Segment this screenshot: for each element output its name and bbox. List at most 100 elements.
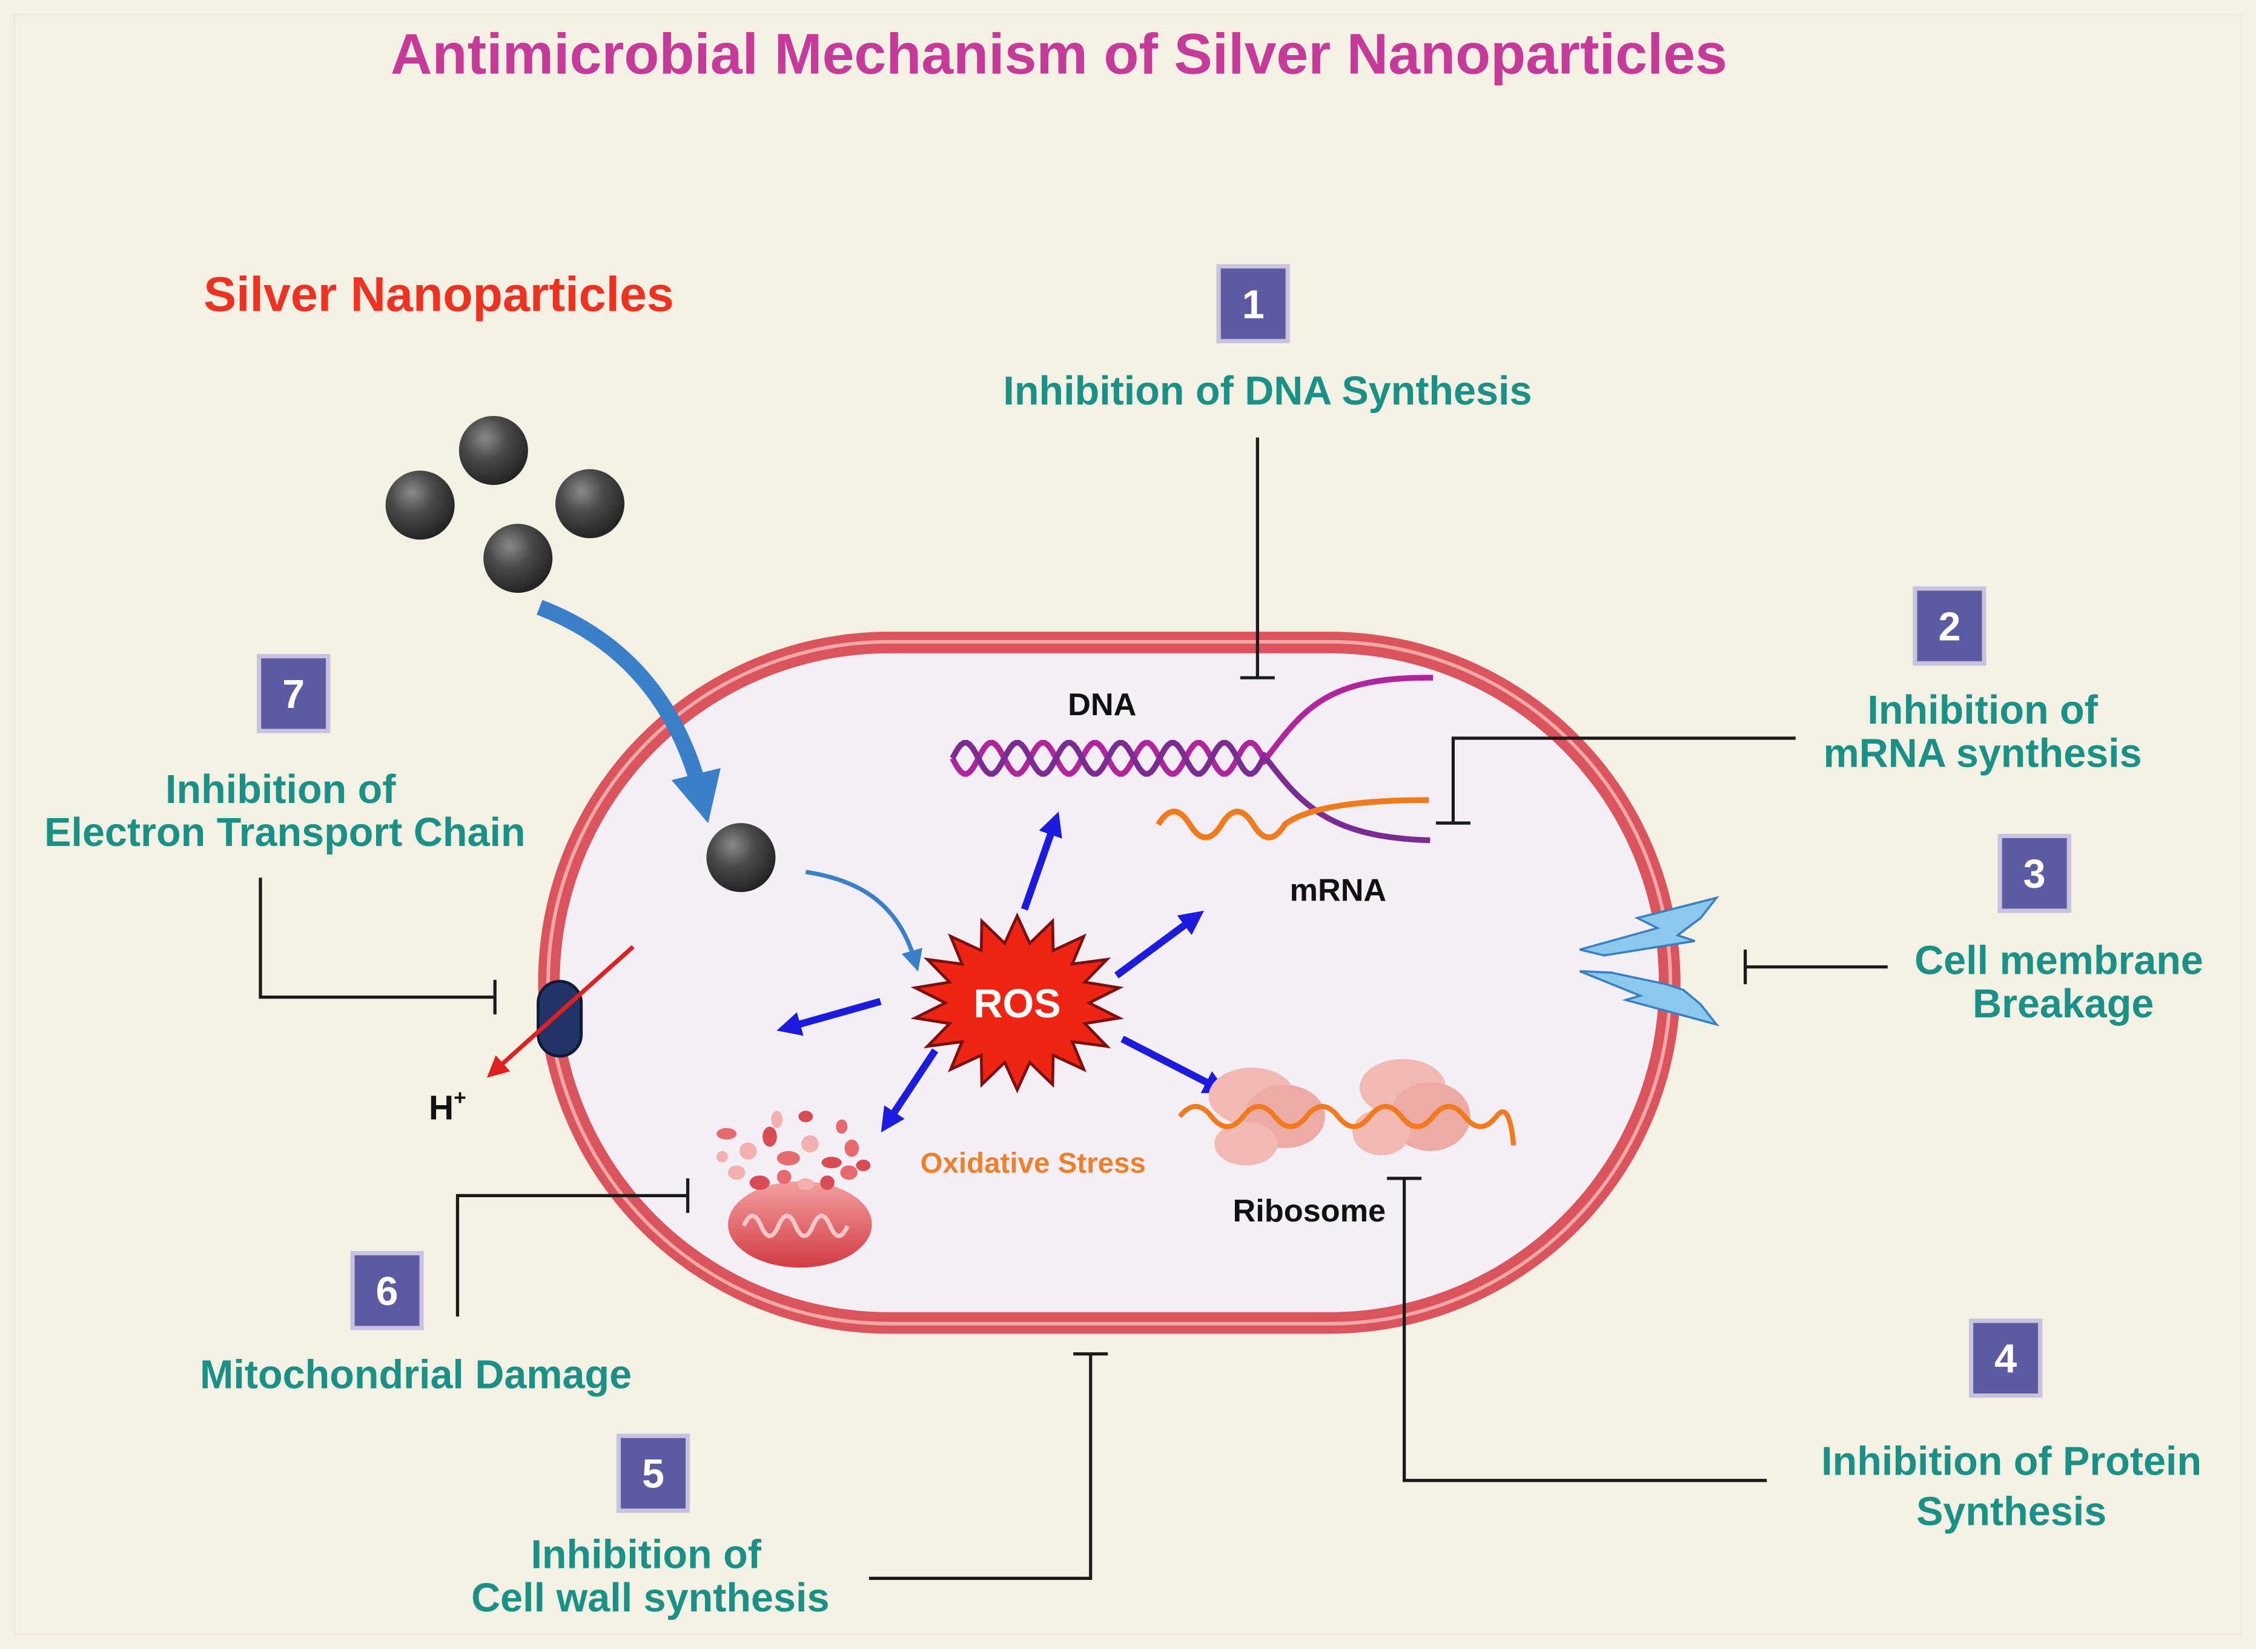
- silver-nanoparticle-icon: [385, 471, 455, 540]
- mechanism-1: 1 Inhibition of DNA Synthesis: [1003, 264, 1532, 414]
- proton-efflux-arrow: [486, 945, 635, 1078]
- inhibition-line-7: [259, 877, 495, 999]
- silver-nanoparticle-icon: [706, 823, 776, 893]
- ros-label: ROS: [974, 982, 1061, 1026]
- mechanism-number: 2: [1938, 604, 1960, 649]
- nanoparticle-cluster: [385, 415, 625, 593]
- mechanism-badge: [257, 653, 331, 733]
- inhibition-line-5: [868, 1353, 1093, 1580]
- mitochondrion-fragment: [728, 1165, 746, 1180]
- ribosome-label: Ribosome: [1233, 1194, 1386, 1229]
- dna-strand-split-upper: [1263, 675, 1434, 761]
- silver-nanoparticle-icon: [483, 523, 553, 593]
- inhibition-line-2: [1451, 736, 1796, 824]
- dna-helix: [950, 675, 1434, 844]
- lightning-bolt: [1579, 970, 1719, 1026]
- mechanism-number: 1: [1242, 282, 1265, 327]
- mechanism-badge: [1913, 586, 1986, 666]
- ros-arrow-ribosome: [1120, 1036, 1228, 1094]
- silver-nanoparticles-label: Silver Nanoparticles: [203, 267, 674, 322]
- diagram-frame: [13, 13, 2243, 1636]
- mitochondrion-fragment: [836, 1119, 848, 1134]
- mechanism-number: 7: [282, 672, 305, 717]
- ribosome-icon: [1208, 1067, 1325, 1166]
- nanoparticle-entry-arrow: [537, 600, 721, 824]
- mechanism-label: Breakage: [1973, 982, 2154, 1026]
- ros-arrow-mitochondria: [881, 1048, 939, 1133]
- mechanism-badge: [350, 1251, 424, 1330]
- mitochondrion-fragment: [771, 1111, 783, 1128]
- mechanism-label: Mitochondrial Damage: [200, 1353, 632, 1398]
- lightning-bolt-icon: [1579, 896, 1719, 1026]
- mitochondrion-fragment: [797, 1178, 815, 1190]
- mitochondrion-fragment: [840, 1165, 858, 1180]
- mitochondrion-fragment: [820, 1175, 835, 1190]
- mechanism-label: Inhibition of: [165, 767, 396, 812]
- mechanism-7: 7 Inhibition of Electron Transport Chain: [44, 653, 526, 855]
- mechanism-label: Synthesis: [1916, 1489, 2106, 1534]
- proton-label: H+: [429, 1086, 466, 1128]
- mitochondrion-fragment: [762, 1126, 777, 1147]
- mitochondrion-fragment: [776, 1151, 800, 1166]
- mitochondrion-fragment: [821, 1157, 842, 1169]
- ros-arrow-mrna: [1114, 910, 1205, 979]
- mechanism-3: 3 Cell membrane Breakage: [1914, 833, 2203, 1026]
- mitochondrion-fragment: [739, 1142, 757, 1160]
- inhibition-line-6: [455, 1194, 688, 1317]
- mitochondrion-fragment: [749, 1175, 770, 1190]
- ribosome-mrna: [1177, 1104, 1517, 1146]
- ros-burst: [910, 912, 1124, 1094]
- inhibition-line-4: [1403, 1178, 1767, 1482]
- mechanism-label: Electron Transport Chain: [44, 810, 525, 855]
- mechanism-label: Inhibition of: [1867, 688, 2098, 733]
- mechanism-label: Cell wall synthesis: [471, 1576, 829, 1621]
- mechanism-number: 4: [1994, 1337, 2017, 1382]
- lightning-bolt: [1579, 896, 1719, 957]
- mechanism-number: 3: [2023, 852, 2046, 897]
- oxidative-stress-label: Oxidative Stress: [921, 1147, 1146, 1179]
- mitochondrion-fragment: [798, 1111, 813, 1123]
- dna-strand: [950, 739, 1269, 777]
- mechanism-label: Inhibition of DNA Synthesis: [1003, 369, 1532, 414]
- silver-nanoparticle-icon: [458, 415, 528, 485]
- mechanism-5: 5 Inhibition of Cell wall synthesis: [471, 1433, 829, 1621]
- damaged-mitochondrion-icon: [716, 1111, 872, 1268]
- mitochondrion-fragment: [801, 1135, 819, 1153]
- mechanism-number: 5: [642, 1452, 664, 1497]
- mechanism-label: Inhibition of: [531, 1533, 761, 1578]
- mechanism-badge: [1216, 264, 1290, 343]
- mechanism-badge: [1997, 833, 2071, 913]
- ribosome-subunit: [1214, 1122, 1278, 1166]
- dna-label: DNA: [1068, 687, 1136, 722]
- mitochondrion-fragment: [776, 1169, 792, 1184]
- ros-arrow-dna: [1020, 811, 1062, 911]
- cell-wall-stripe: [546, 639, 1673, 1326]
- mechanism-badge: [1969, 1318, 2043, 1398]
- silver-nanoparticle-icon: [555, 469, 625, 538]
- diagram-title: Antimicrobial Mechanism of Silver Nanopa…: [391, 22, 1727, 86]
- mitochondrion-body: [728, 1181, 872, 1268]
- mechanism-6: 6 Mitochondrial Damage: [200, 1251, 632, 1398]
- membrane-protein-icon: [537, 980, 583, 1058]
- mitochondrion-fragment: [716, 1128, 737, 1140]
- ros-arrows: [776, 811, 1228, 1133]
- mechanism-number: 6: [376, 1269, 399, 1314]
- mechanism-2: 2 Inhibition of mRNA synthesis: [1824, 586, 2142, 776]
- mrna-label: mRNA: [1290, 873, 1387, 908]
- mitochondrion-fragment: [844, 1139, 859, 1157]
- mitochondrion-cristae: [741, 1214, 850, 1238]
- dna-strand-split-lower: [1263, 756, 1431, 844]
- ros-arrow-membrane: [776, 997, 882, 1036]
- mechanism-4: 4 Inhibition of Protein Synthesis: [1821, 1318, 2201, 1534]
- mechanism-label: Cell membrane: [1914, 939, 2203, 983]
- mitochondrion-fragment: [716, 1151, 729, 1163]
- inhibition-lines: [259, 437, 1888, 1580]
- mitochondrion-fragments: [716, 1111, 871, 1190]
- mechanism-badge: [616, 1433, 690, 1513]
- mechanism-label: Inhibition of Protein: [1821, 1439, 2201, 1484]
- mitochondrion-fragment: [856, 1160, 871, 1172]
- nanoparticle-to-ros-arrow: [805, 870, 923, 972]
- mechanism-label: mRNA synthesis: [1824, 731, 2142, 776]
